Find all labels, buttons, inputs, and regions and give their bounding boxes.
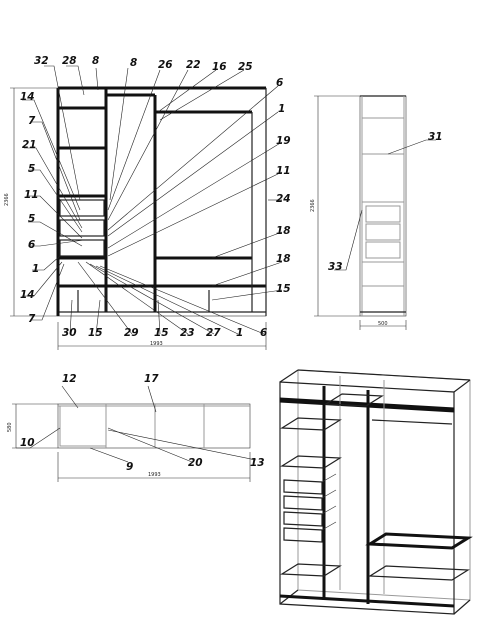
callout: 11	[24, 189, 39, 201]
callout: 8	[92, 55, 99, 67]
callout: 15	[276, 283, 291, 295]
callout: 16	[212, 61, 227, 73]
callout: 1	[278, 103, 285, 115]
callout: 24	[276, 193, 291, 205]
side-drawer-2	[365, 223, 401, 241]
callout: 27	[206, 327, 221, 339]
callout: 15	[154, 327, 169, 339]
callout: 12	[62, 373, 77, 385]
callout: 23	[180, 327, 195, 339]
callout: 19	[276, 135, 291, 147]
callout: 14	[20, 91, 35, 103]
callout: 5	[28, 213, 35, 225]
top-dimension-width: 1993	[148, 472, 161, 478]
callout: 30	[62, 327, 77, 339]
callout: 15	[88, 327, 103, 339]
callout: 6	[260, 327, 267, 339]
callout: 32	[34, 55, 49, 67]
top-dimension-depth: 580	[7, 422, 13, 432]
callout: 7	[28, 313, 36, 325]
callout: 17	[144, 373, 159, 385]
side-dimension-height: 2366	[310, 199, 316, 212]
callout: 1	[236, 327, 243, 339]
callout: 14	[20, 289, 35, 301]
drawer-1	[59, 199, 105, 217]
callout: 6	[28, 239, 35, 251]
callout: 1	[32, 263, 39, 275]
dimension-height: 2366	[4, 193, 10, 206]
callout: 5	[28, 163, 35, 175]
front-view-leaders	[10, 65, 283, 350]
side-view: 31 33 2366 500	[310, 95, 443, 330]
drawer-2	[59, 219, 105, 237]
callout: 22	[186, 59, 201, 71]
callout: 9	[126, 461, 133, 473]
callout: 8	[130, 57, 137, 69]
front-view-callouts: 32 28 8 8 26 22 16 25 14 7 21 5 11 5 6 1…	[4, 55, 291, 347]
callout: 10	[20, 437, 35, 449]
front-view	[56, 86, 267, 317]
side-drawer-1	[365, 205, 401, 223]
callout: 20	[188, 457, 203, 469]
callout: 18	[276, 225, 291, 237]
dimension-width: 1993	[150, 341, 163, 347]
top-view: 12 17 10 9 20 13 580 1993	[7, 373, 265, 482]
callout: 21	[22, 139, 37, 151]
side-dimension-depth: 500	[378, 321, 388, 327]
side-drawer-3	[365, 241, 401, 259]
top-outer-frame	[57, 403, 251, 449]
callout: 7	[28, 115, 36, 127]
callout: 18	[276, 253, 291, 265]
callout: 11	[276, 165, 291, 177]
callout: 31	[428, 131, 443, 143]
callout: 26	[158, 59, 173, 71]
callout: 25	[238, 61, 253, 73]
callout: 29	[124, 327, 139, 339]
callout: 33	[328, 261, 343, 273]
callout: 28	[62, 55, 77, 67]
isometric-view	[279, 369, 473, 615]
callout: 13	[250, 457, 265, 469]
callout: 6	[276, 77, 283, 89]
